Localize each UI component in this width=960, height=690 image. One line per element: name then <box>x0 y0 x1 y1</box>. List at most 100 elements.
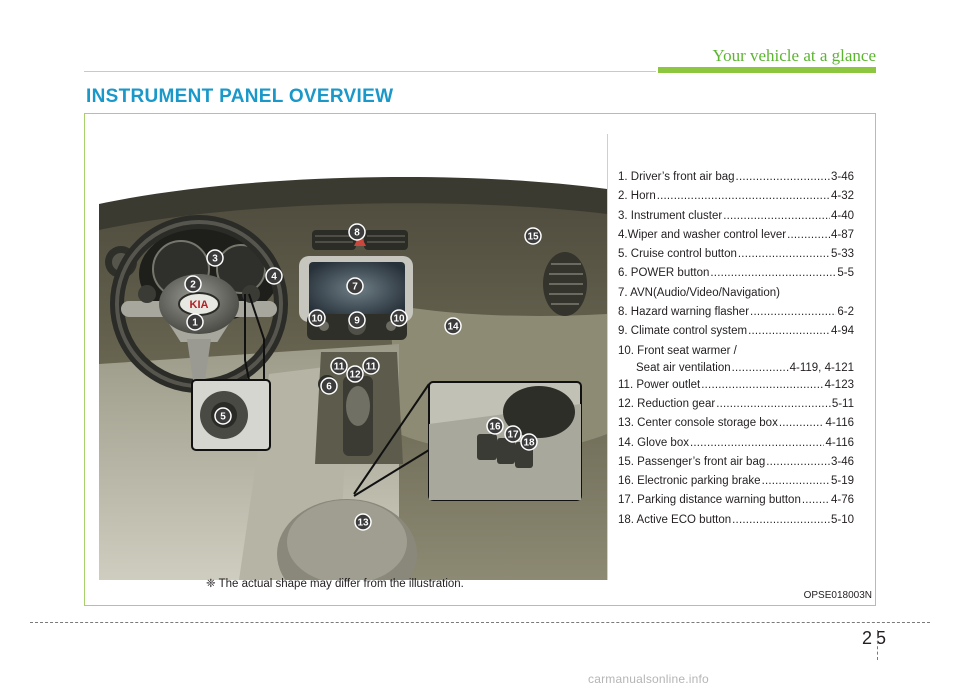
callout-marker: 12 <box>346 365 364 383</box>
watermark: carmanualsonline.info <box>588 672 709 686</box>
list-item: 10. Front seat warmer / Seat air ventilat… <box>618 343 854 377</box>
callout-marker: 18 <box>520 433 538 451</box>
list-item-label: 4.Wiper and washer control lever <box>618 228 787 241</box>
callout-marker: 17 <box>504 425 522 443</box>
list-item-label: 12. Reduction gear <box>618 397 716 410</box>
list-item-page: 4-40 <box>830 209 854 222</box>
list-item-page: 4-123 <box>824 378 854 391</box>
callout-label: 5 <box>220 412 226 423</box>
list-item-label: 15. Passenger’s front air bag <box>618 455 766 468</box>
list-item: 5. Cruise control button 5-33 <box>618 246 854 265</box>
switch-panel-inset <box>428 381 582 501</box>
header-accent-bar <box>658 67 876 73</box>
air-vent-center-icon <box>312 230 408 250</box>
callout-marker: 15 <box>524 227 542 245</box>
section-header: Your vehicle at a glance <box>712 46 877 65</box>
parking-brake-switch-icon <box>477 434 497 460</box>
callout-label: 1 <box>192 318 198 329</box>
callout-label: 18 <box>523 438 535 449</box>
list-item-page: 5-33 <box>830 248 854 261</box>
list-item-page: 4-116 <box>825 417 854 430</box>
callout-label: 8 <box>354 228 360 239</box>
list-item-label: 2. Horn <box>618 190 656 203</box>
page-title: INSTRUMENT PANEL OVERVIEW <box>86 86 394 107</box>
list-item-label: 9. Climate control system <box>618 325 748 338</box>
callout-marker: 7 <box>346 277 364 295</box>
list-item-page: 5-11 <box>831 397 854 410</box>
callout-label: 13 <box>357 518 369 529</box>
header-rule <box>84 71 656 72</box>
callout-marker: 11 <box>362 357 380 375</box>
list-item-page: 4-94 <box>830 325 854 338</box>
air-vent-right-icon <box>543 252 587 316</box>
chapter-number: 2 <box>861 628 872 648</box>
callout-label: 12 <box>349 370 361 381</box>
callout-marker: 13 <box>354 513 372 531</box>
list-item: 15. Passenger’s front air bag 3-46 <box>618 454 854 473</box>
gear-console-icon <box>315 352 403 464</box>
list-item-page: 4-76 <box>830 494 854 507</box>
list-item-label: 8. Hazard warning flasher <box>618 306 750 319</box>
list-item: 12. Reduction gear 5-11 <box>618 396 854 415</box>
callout-marker: 8 <box>348 223 366 241</box>
list-item-label: 10. Front seat warmer / <box>618 344 737 357</box>
callout-marker: 5 <box>214 407 232 425</box>
list-item: 9. Climate control system 4-94 <box>618 323 854 342</box>
list-item-page: 5-5 <box>837 267 854 280</box>
list-item: 8. Hazard warning flasher 6-2 <box>618 304 854 323</box>
list-item: 17. Parking distance warning button 4-76 <box>618 492 854 511</box>
parking-distance-switch-icon <box>497 438 515 464</box>
list-item-page: 4-119, 4-121 <box>789 361 854 374</box>
list-item-page: 4-116 <box>825 436 854 449</box>
callout-label: 4 <box>271 272 277 283</box>
callout-label: 7 <box>352 282 358 293</box>
callout-label: 2 <box>190 280 196 291</box>
page-number: 2 5 <box>860 628 888 649</box>
console-armrest-icon <box>277 499 417 580</box>
kia-logo: KIA <box>178 292 220 316</box>
page-number-value: 5 <box>875 628 886 648</box>
list-item-label: 16. Electronic parking brake <box>618 475 761 488</box>
list-item-label: 18. Active ECO button <box>618 513 732 526</box>
callout-marker: 2 <box>184 275 202 293</box>
callout-marker: 16 <box>486 417 504 435</box>
list-item-label: 3. Instrument cluster <box>618 209 723 222</box>
callout-label: 17 <box>507 430 519 441</box>
figure-code: OPSE018003N <box>803 590 872 601</box>
list-item-page: 3-46 <box>830 171 854 183</box>
divider <box>607 134 608 580</box>
component-list: 1. Driver’s front air bag3-462. Horn4-32… <box>618 169 854 531</box>
list-item-label: 11. Power outlet <box>618 378 701 391</box>
callout-label: 14 <box>447 322 459 333</box>
footer-rule <box>30 622 930 623</box>
callout-marker: 10 <box>308 309 326 327</box>
callout-marker: 6 <box>320 377 338 395</box>
illustration-note: ❈ The actual shape may differ from the i… <box>206 578 464 590</box>
callout-label: 11 <box>334 362 345 373</box>
list-item-page: 6-2 <box>837 306 854 319</box>
callout-marker: 14 <box>444 317 462 335</box>
list-item-page: 5-10 <box>830 513 854 526</box>
list-item-label: 17. Parking distance warning button <box>618 494 801 507</box>
callout-label: 10 <box>311 314 323 325</box>
list-item: 11. Power outlet 4-123 <box>618 377 854 396</box>
callout-label: 16 <box>489 422 501 433</box>
list-item: 2. Horn4-32 <box>618 188 854 207</box>
pointer-lines <box>244 293 430 497</box>
page-number-divider <box>877 630 878 660</box>
callout-label: 10 <box>393 314 405 325</box>
list-item-page: 3-46 <box>830 455 854 468</box>
list-item: 18. Active ECO button 5-10 <box>618 512 854 531</box>
list-item-label: 7. AVN(Audio/Video/Navigation) <box>618 286 780 299</box>
list-item-page: 5-19 <box>830 475 854 488</box>
list-item: 4.Wiper and washer control lever 4-87 <box>618 227 854 246</box>
callout-label: 6 <box>326 382 332 393</box>
callout-marker: 4 <box>265 267 283 285</box>
list-item: 7. AVN(Audio/Video/Navigation) <box>618 285 854 304</box>
list-item-page: 4-87 <box>830 228 854 241</box>
callout-marker: 1 <box>186 313 204 331</box>
list-item-label: 13. Center console storage box <box>618 417 778 430</box>
list-item-label: 5. Cruise control button <box>618 248 737 261</box>
list-item-label: Seat air ventilation <box>636 361 731 374</box>
